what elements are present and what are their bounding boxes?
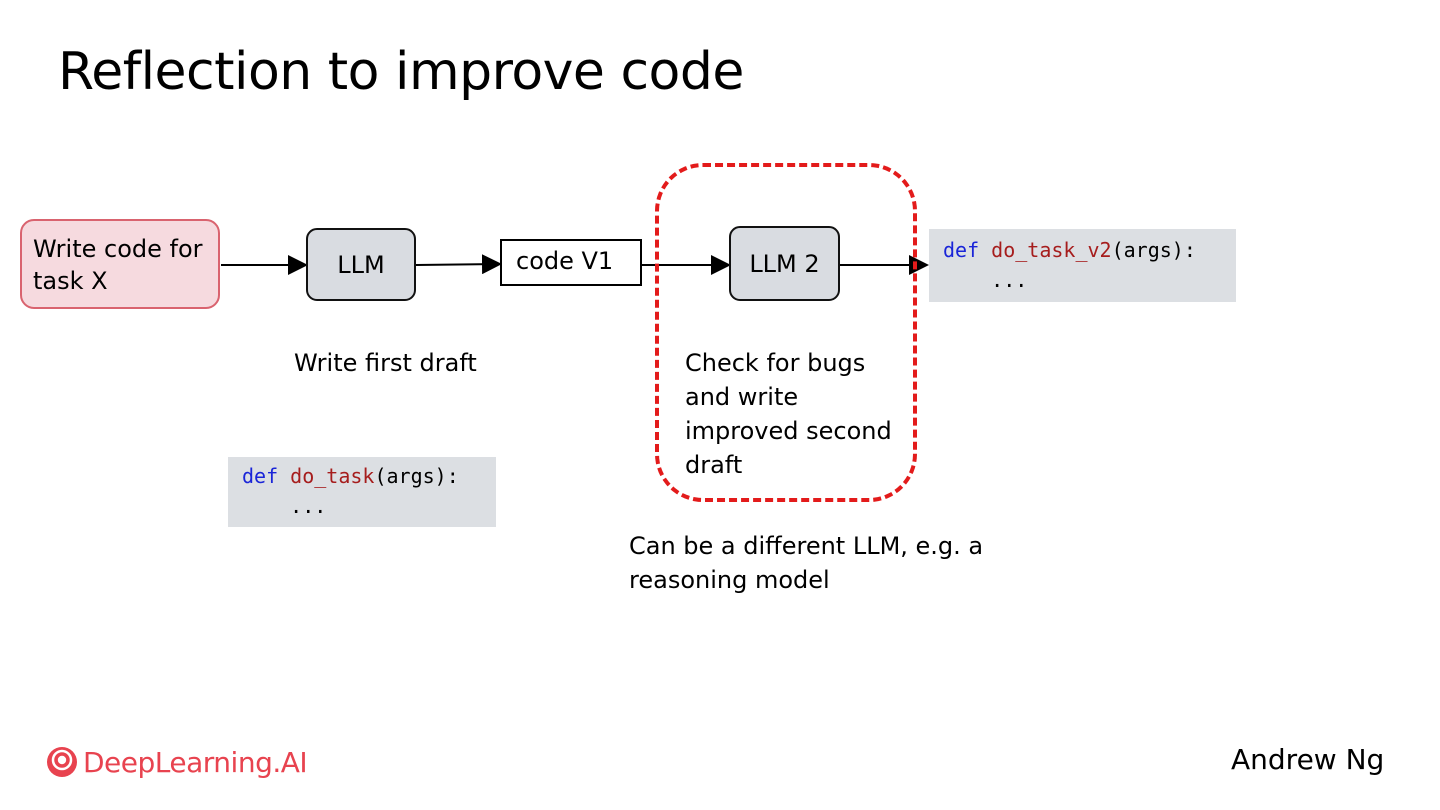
- logo-text: DeepLearning.AI: [83, 745, 308, 779]
- slide-title: Reflection to improve code: [58, 42, 744, 102]
- code-v2-body: ...: [943, 268, 1028, 292]
- code-v1-node: code V1: [500, 239, 642, 286]
- llm2-node-label: LLM 2: [749, 249, 820, 278]
- llm2-node: LLM 2: [729, 226, 840, 301]
- deeplearning-ai-logo-icon: [47, 747, 77, 777]
- code-v1-body: ...: [242, 494, 327, 518]
- code-block-v1: def do_task(args): ...: [228, 457, 496, 527]
- llm-node-label: LLM: [337, 250, 385, 279]
- code-v2-signature: (args):: [1111, 238, 1196, 262]
- code-v2-keyword: def: [943, 238, 980, 262]
- code-block-v2: def do_task_v2(args): ...: [929, 229, 1236, 302]
- author-name: Andrew Ng: [1231, 743, 1385, 776]
- caption-different-llm: Can be a different LLM, e.g. a reasoning…: [629, 532, 984, 594]
- llm-node: LLM: [306, 228, 416, 301]
- code-v2-function: do_task_v2: [991, 238, 1112, 262]
- brand-logo: DeepLearning.AI: [45, 745, 308, 779]
- caption-first-draft: Write first draft: [294, 349, 477, 377]
- arrow-llm-to-code-v1: [415, 254, 502, 275]
- code-v1-keyword: def: [242, 464, 279, 488]
- code-v1-signature: (args):: [374, 464, 459, 488]
- reflection-highlight-region: [655, 163, 917, 502]
- caption-check-bugs: Check for bugs and write improved second…: [685, 349, 892, 479]
- code-v1-function: do_task: [290, 464, 375, 488]
- task-node: Write code for task X: [20, 219, 220, 309]
